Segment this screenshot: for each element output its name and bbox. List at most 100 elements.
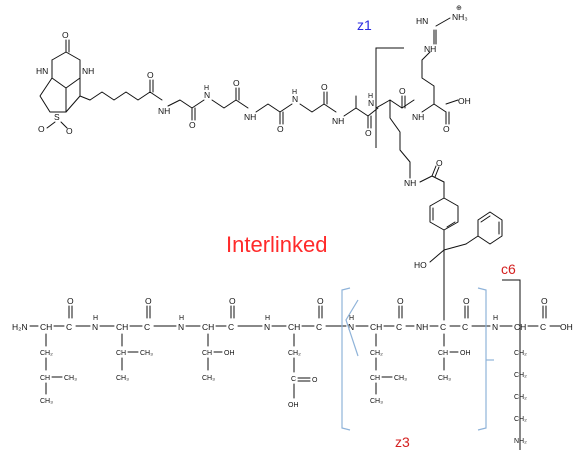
res4-ch: CH: [288, 322, 300, 332]
res5-ch-branch: CH: [370, 375, 380, 382]
res2-c: C: [144, 322, 150, 332]
res7-nh2: NH₂: [514, 438, 527, 445]
bottom-peptide-backbone: H₂N CH C O N H CH C O N H CH C O N H CH …: [12, 296, 573, 332]
res1-ch-branch: CH: [40, 375, 50, 382]
guanidine-nh3: NH₃: [452, 12, 468, 22]
res5-n: N: [348, 322, 354, 332]
res3-oh: OH: [224, 350, 235, 357]
res7-ch2-a: CH₂: [514, 350, 527, 357]
res3-n: N: [178, 322, 184, 332]
biotin-sulfur: S: [54, 112, 60, 122]
linker-nh-3: NH: [244, 112, 256, 122]
linker-o-5: O: [321, 82, 328, 92]
res6-ch-branch: CH: [438, 350, 448, 357]
res5-ch3-b: CH₃: [370, 398, 383, 405]
res2-h: H: [93, 315, 98, 322]
res5-ch3-a: CH₃: [394, 375, 407, 382]
res5-h: H: [349, 315, 354, 322]
label-z1: z1: [357, 17, 372, 33]
res2-o: O: [145, 296, 152, 306]
linker-n-2: N: [204, 90, 210, 100]
top-linker-chain: O NH O N H O NH O N H O NH O N H O NH O …: [89, 70, 471, 138]
res1-c: C: [66, 322, 72, 332]
linker-nh-1: NH: [158, 106, 170, 116]
arginine-side-chain: NH HN NH₃ ⊕: [416, 5, 468, 105]
linker-n-4: N: [292, 94, 298, 104]
lys-amide-nh: NH: [404, 178, 416, 188]
res2-ch: CH: [116, 322, 128, 332]
res3-ch-branch: CH: [202, 350, 212, 357]
res4-c: C: [316, 322, 322, 332]
z3-bracket-left: [341, 287, 351, 431]
res3-ch3: CH₃: [202, 375, 215, 382]
res7-c: C: [540, 322, 546, 332]
res7-h: H: [493, 315, 498, 322]
res7-n: N: [492, 322, 498, 332]
res4-o: O: [317, 296, 324, 306]
biotin-sulfone-o2: O: [66, 126, 73, 136]
res1-o: O: [67, 296, 74, 306]
res7-ch2-d: CH₂: [514, 416, 527, 423]
c-terminus-oh: OH: [560, 322, 573, 332]
arg-nh: NH: [412, 112, 424, 122]
res3-h: H: [179, 315, 184, 322]
res3-c: C: [228, 322, 234, 332]
res2-ch3-b: CH₃: [116, 375, 129, 382]
guanidine-hn: HN: [416, 16, 428, 26]
res2-ch-branch: CH: [116, 350, 126, 357]
res3-o: O: [229, 296, 236, 306]
z1-cleavage-mark: [375, 47, 404, 148]
label-c6: c6: [501, 261, 516, 277]
arg-o: O: [399, 86, 406, 96]
linker-nh-5: NH: [332, 116, 344, 126]
res7-ch2-b: CH₂: [514, 372, 527, 379]
linker-h-6: H: [368, 93, 373, 100]
res5-c: C: [396, 322, 402, 332]
linker-n-6: N: [368, 98, 374, 108]
res4-carboxyl-oh: OH: [288, 402, 299, 409]
res4-h: H: [265, 315, 270, 322]
amide-o: O: [436, 158, 443, 168]
res2-ch3-a: CH₃: [140, 350, 153, 357]
c6-cleavage-mark: [502, 279, 521, 450]
res3-ch: CH: [202, 322, 214, 332]
linker-o-6: O: [365, 128, 372, 138]
res7-o: O: [541, 296, 548, 306]
carbinol-ho: HO: [414, 260, 427, 270]
res4-carboxyl-o: O: [312, 377, 318, 384]
res6-c: C: [440, 322, 446, 332]
label-z3: z3: [395, 434, 410, 450]
res7-ch2-c: CH₂: [514, 394, 527, 401]
res4-n: N: [264, 322, 270, 332]
linker-h-4: H: [292, 89, 297, 96]
linker-o-1: O: [147, 70, 154, 80]
res6-nh: NH: [416, 322, 428, 332]
res2-nh: N: [92, 322, 98, 332]
guanidine-charge: ⊕: [456, 5, 462, 12]
biotin-moiety: O HN NH S O O: [36, 30, 94, 136]
guanidine-nh: NH: [424, 44, 436, 54]
res5-ch: CH: [370, 322, 382, 332]
lysine-crosslinker: NH O HO: [389, 99, 503, 321]
title-interlinked: Interlinked: [226, 232, 328, 257]
linker-h-2: H: [204, 85, 209, 92]
arg-oh: OH: [458, 96, 471, 106]
res5-ch2: CH₂: [370, 350, 383, 357]
res5-o: O: [397, 296, 404, 306]
arg-terminal-o: O: [443, 124, 450, 134]
res6-oh: OH: [460, 350, 471, 357]
res1-ch2: CH₂: [40, 350, 53, 357]
z3-bracket-right: [477, 287, 487, 431]
linker-o-2: O: [189, 120, 196, 130]
res6-o: O: [463, 296, 470, 306]
linker-o-3: O: [233, 78, 240, 88]
res4-ch2: CH₂: [288, 350, 301, 357]
biotin-nh: NH: [82, 66, 94, 76]
bottom-side-chains: CH₂ CH CH₃ CH₃ CH CH₃ CH₃ CH OH CH₃ CH₂ …: [40, 333, 527, 445]
biotin-hn: HN: [36, 66, 48, 76]
z3-bracket-divider: [345, 299, 359, 357]
res1-ch3-a: CH₃: [64, 375, 77, 382]
linker-o-4: O: [277, 124, 284, 134]
res6-carbonyl-c: C: [462, 322, 468, 332]
